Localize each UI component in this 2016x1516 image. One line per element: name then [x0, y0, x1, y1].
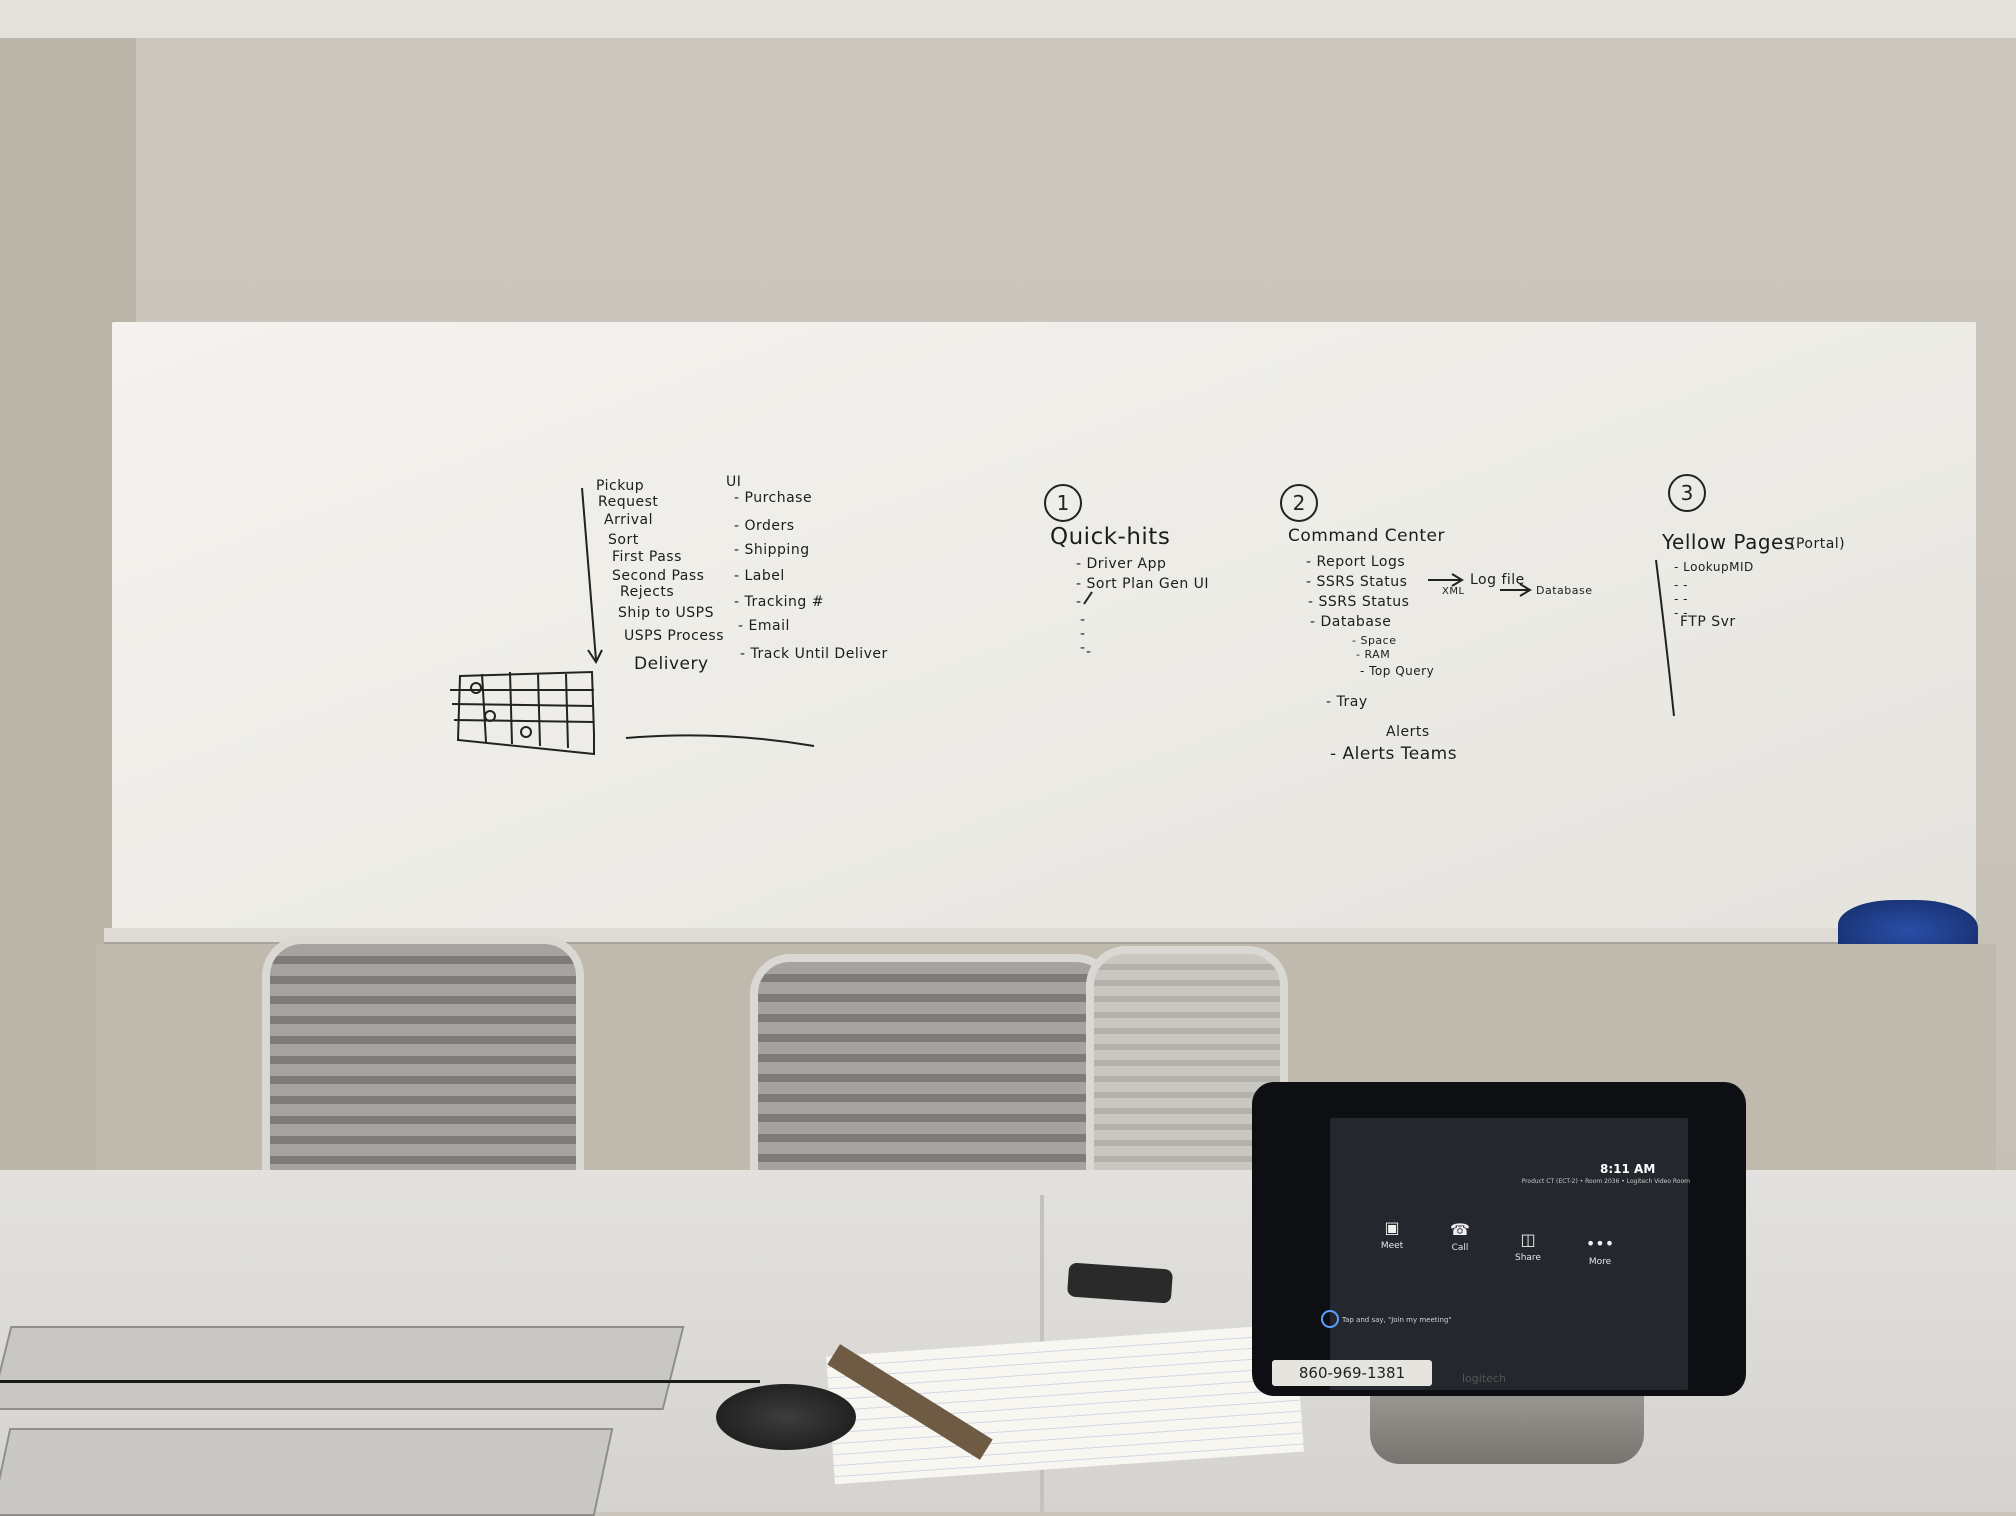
section-3-title: Yellow Pages [1662, 530, 1795, 554]
section-1-item: - [1086, 644, 1092, 660]
room-info: Product CT (ECT-2) • Room 2036 • Logitec… [1521, 1178, 1690, 1185]
section-2-item: - Tray [1326, 694, 1368, 710]
section-1-item: - Sort Plan Gen UI [1076, 576, 1210, 592]
phone-number-label: 860-969-1381 [1272, 1360, 1432, 1386]
section-1-number: 1 [1044, 484, 1082, 522]
chair-left [262, 936, 584, 1202]
tablet-stand [1370, 1392, 1644, 1464]
section-1-title: Quick-hits [1050, 524, 1171, 550]
share-button[interactable]: ◫ Share [1496, 1230, 1560, 1263]
section-2-item: - Report Logs [1306, 554, 1406, 570]
table-cable-channel [0, 1428, 614, 1516]
section-3-item: - - [1674, 606, 1688, 620]
section-3-item: - - [1674, 578, 1688, 592]
ui-item: - Orders [734, 518, 795, 534]
step-7: Rejects [620, 584, 675, 600]
remote-control[interactable] [1066, 1262, 1174, 1304]
section-2-item: - SSRS Status [1308, 594, 1410, 610]
step-6: Second Pass [612, 568, 705, 584]
section-3-item: FTP Svr [1680, 614, 1736, 630]
section-1-item: - [1080, 612, 1086, 628]
more-icon: ••• [1585, 1234, 1615, 1253]
share-icon: ◫ [1520, 1230, 1536, 1249]
table-cable-channel [0, 1326, 685, 1410]
more-button[interactable]: ••• More [1568, 1234, 1632, 1267]
database-note: Database [1536, 584, 1593, 597]
speakerphone-puck[interactable] [716, 1384, 856, 1450]
ui-item: - Track Until Deliver [740, 646, 888, 662]
section-3-number: 3 [1668, 474, 1706, 512]
ui-item: - Email [738, 618, 790, 634]
section-2-subitem: Alerts [1386, 724, 1430, 740]
section-2-item: - Alerts Teams [1330, 744, 1458, 764]
section-2-subitem: - RAM [1356, 648, 1391, 661]
ui-heading: UI [726, 474, 742, 490]
step-9: USPS Process [624, 628, 725, 644]
section-1-item: - [1080, 626, 1086, 642]
section-2-item: - SSRS Status [1306, 574, 1408, 590]
step-8: Ship to USPS [618, 605, 714, 621]
step-2: Request [598, 494, 659, 510]
video-icon: ▣ [1384, 1218, 1400, 1237]
voice-hint: Tap and say, "Join my meeting" [1342, 1316, 1452, 1324]
phone-icon: ☎ [1450, 1220, 1470, 1239]
section-2-number: 2 [1280, 484, 1318, 522]
ui-item: - Shipping [734, 542, 810, 558]
ui-item: - Tracking # [734, 594, 824, 610]
whiteboard [112, 322, 1976, 934]
section-1-item: - Driver App [1076, 556, 1167, 572]
voice-assistant-icon[interactable] [1321, 1310, 1339, 1328]
section-2-title: Command Center [1288, 526, 1445, 546]
logitech-logo: logitech [1462, 1372, 1506, 1385]
section-1-item: - [1076, 594, 1082, 610]
step-3: Arrival [604, 512, 653, 528]
section-2-item: - Database [1310, 614, 1392, 630]
tablet-screen[interactable] [1330, 1118, 1688, 1390]
meet-button[interactable]: ▣ Meet [1360, 1218, 1424, 1251]
step-4: Sort [608, 532, 639, 548]
more-label: More [1588, 1257, 1612, 1267]
section-3-title-note: (Portal) [1790, 536, 1846, 552]
clock: 8:11 AM [1600, 1162, 1656, 1176]
ui-item: - Label [734, 568, 785, 584]
xml-note: XML [1442, 586, 1465, 597]
meet-label: Meet [1380, 1241, 1404, 1251]
section-2-subitem: - Space [1352, 634, 1397, 647]
section-1-item: - [1080, 640, 1086, 656]
section-3-item: - LookupMID [1674, 560, 1754, 574]
section-2-subitem: - Top Query [1360, 664, 1435, 678]
ui-item: - Purchase [734, 490, 813, 506]
step-10: Delivery [634, 654, 709, 674]
call-button[interactable]: ☎ Call [1428, 1220, 1492, 1253]
cable [0, 1380, 760, 1383]
share-label: Share [1515, 1253, 1541, 1263]
step-1: Pickup [596, 478, 645, 494]
step-5: First Pass [612, 549, 682, 565]
call-label: Call [1451, 1243, 1469, 1253]
log-file-note: Log file [1470, 572, 1525, 588]
section-3-item: - - [1674, 592, 1688, 606]
